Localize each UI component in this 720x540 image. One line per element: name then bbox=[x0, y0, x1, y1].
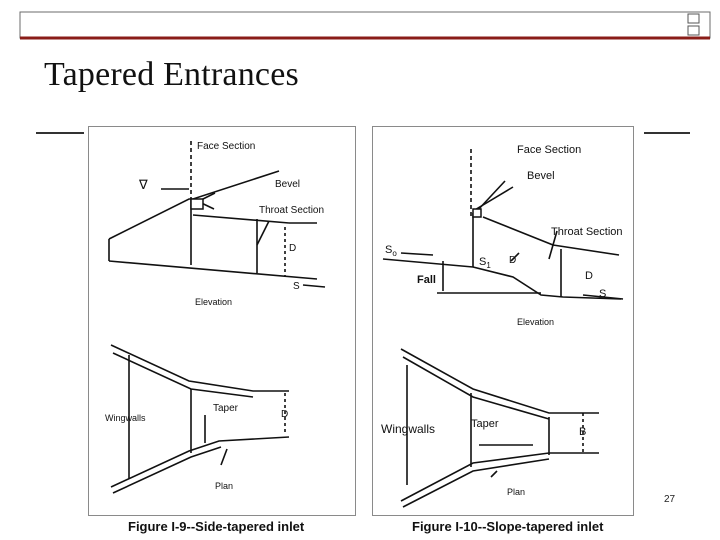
elevation-label: Elevation bbox=[517, 317, 554, 327]
so-arrow bbox=[400, 252, 434, 256]
bevel-leader bbox=[476, 180, 506, 212]
d-mid-label: D bbox=[509, 255, 516, 266]
face-section-label: Face Section bbox=[517, 144, 581, 156]
plan-lower-wall bbox=[110, 436, 290, 488]
wingwalls-label: Wingwalls bbox=[381, 422, 435, 436]
throat-leader bbox=[548, 230, 558, 260]
bevel-block bbox=[472, 208, 482, 218]
plan-label: Plan bbox=[215, 481, 233, 491]
culvert-top bbox=[482, 216, 554, 246]
caption-slope-tapered: Figure I-10--Slope-tapered inlet bbox=[412, 519, 604, 534]
bevel-block bbox=[190, 198, 204, 210]
plan-lower-wall-inner bbox=[112, 446, 222, 494]
s1-sub: 1 bbox=[486, 261, 491, 270]
plan-leader bbox=[490, 470, 498, 478]
headwall-top bbox=[472, 186, 514, 212]
throat-leader bbox=[256, 220, 270, 246]
so-main: S bbox=[385, 244, 392, 256]
plan-leader bbox=[220, 448, 228, 466]
d-throat-label: D bbox=[585, 270, 593, 282]
so-label: So bbox=[385, 244, 397, 258]
plan-label: Plan bbox=[507, 487, 525, 497]
figure-slope-tapered: Face Section Bevel Throat Section So S1 … bbox=[372, 126, 634, 516]
taper-label: Taper bbox=[213, 403, 239, 414]
taper-label: Taper bbox=[471, 418, 499, 430]
slope-label: S bbox=[293, 281, 300, 292]
figure-side-tapered: Face Section ∇ Bevel Throat Section D S … bbox=[88, 126, 356, 516]
caption-side-tapered: Figure I-9--Side-tapered inlet bbox=[128, 519, 305, 534]
culvert-top-ext bbox=[552, 244, 620, 256]
d-leader bbox=[510, 252, 520, 262]
slope-label: S bbox=[599, 288, 606, 300]
throat-section-label: Throat Section bbox=[259, 205, 324, 216]
plan-upper-wall bbox=[110, 344, 289, 392]
culvert-invert bbox=[472, 266, 622, 300]
culvert-invert bbox=[108, 260, 318, 280]
plan-upper-wall-inner bbox=[402, 356, 550, 420]
depth-label: D bbox=[289, 243, 296, 254]
face-section-label: Face Section bbox=[197, 141, 255, 152]
width-label: B bbox=[579, 426, 586, 438]
corner-square-1 bbox=[687, 13, 700, 24]
slope-arrow bbox=[582, 294, 624, 300]
wingwalls-label: Wingwalls bbox=[105, 413, 146, 423]
depth-plan-label: D bbox=[281, 409, 288, 420]
slide-number: 27 bbox=[664, 494, 676, 505]
corner-square-2 bbox=[687, 25, 700, 36]
s1-label: S1 bbox=[479, 256, 491, 270]
header-bar bbox=[19, 11, 711, 40]
throat-section-label: Throat Section bbox=[551, 226, 623, 238]
plan-upper-wall-inner bbox=[112, 352, 254, 398]
plan-lower-wall bbox=[400, 452, 599, 502]
s1-main: S bbox=[479, 256, 486, 268]
elevation-label: Elevation bbox=[195, 297, 232, 307]
bevel-label: Bevel bbox=[527, 170, 555, 182]
plan-upper-wall bbox=[400, 348, 599, 414]
bevel-label: Bevel bbox=[275, 179, 300, 190]
streambed-line bbox=[382, 258, 474, 268]
plan-lower-wall-inner bbox=[402, 458, 550, 508]
slide-title: Tapered Entrances bbox=[44, 56, 299, 93]
so-sub: o bbox=[392, 249, 397, 258]
side-tapered-diagram: Face Section ∇ Bevel Throat Section D S … bbox=[105, 141, 326, 494]
header-box bbox=[19, 11, 711, 39]
slope-arrow bbox=[302, 284, 326, 288]
slope-tapered-diagram: Face Section Bevel Throat Section So S1 … bbox=[381, 144, 624, 508]
culvert-top bbox=[192, 214, 290, 224]
water-symbol: ∇ bbox=[138, 177, 148, 192]
fall-label: Fall bbox=[417, 274, 436, 286]
title-rules bbox=[36, 132, 690, 134]
